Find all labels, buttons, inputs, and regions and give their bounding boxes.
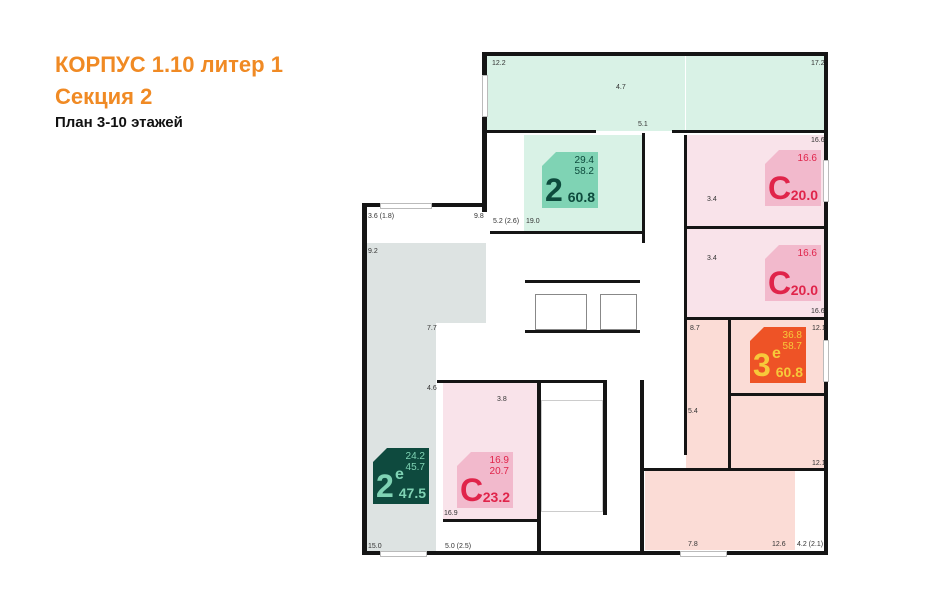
wall bbox=[482, 52, 828, 56]
apartment-suffix: e bbox=[772, 345, 781, 362]
wall bbox=[525, 330, 640, 333]
room-area-label: 8.7 bbox=[690, 325, 700, 332]
room-area-label: 7.7 bbox=[427, 325, 437, 332]
living-area: 16.6 bbox=[797, 248, 817, 259]
room-area-label: 9.2 bbox=[368, 248, 378, 255]
wall bbox=[640, 380, 644, 555]
room-area-label: 12.1 bbox=[812, 325, 826, 332]
room-area-label: 17.2 bbox=[811, 60, 825, 67]
wall bbox=[603, 380, 607, 515]
apartment-type: C bbox=[460, 472, 484, 508]
wall bbox=[443, 519, 539, 522]
wall bbox=[642, 133, 645, 243]
apartment-type: C bbox=[768, 265, 792, 301]
total-area: 60.8 bbox=[775, 364, 803, 380]
living-area: 36.8 bbox=[782, 330, 802, 341]
total-area: 47.5 bbox=[398, 485, 426, 501]
room-green-top-right[interactable] bbox=[686, 55, 826, 131]
living-area: 24.2 bbox=[405, 451, 425, 462]
total-area: 20.0 bbox=[790, 187, 818, 203]
room-area-label: 15.0 bbox=[368, 543, 382, 550]
apartment-type: 3 bbox=[753, 347, 771, 383]
section-title: Секция 2 bbox=[55, 84, 153, 109]
staircase bbox=[541, 400, 603, 512]
total-area: 20.0 bbox=[790, 282, 818, 298]
wall bbox=[362, 203, 367, 555]
floors-subtitle: План 3-10 этажей bbox=[55, 114, 183, 131]
room-area-label: 9.8 bbox=[474, 213, 484, 220]
total-area: 60.8 bbox=[567, 189, 595, 205]
room-green-top-left[interactable] bbox=[485, 55, 685, 131]
room-area-label: 16.6 bbox=[811, 308, 825, 315]
wall bbox=[490, 231, 644, 234]
apartment-badge-c1[interactable]: 16.6 C 20.0 bbox=[765, 150, 821, 206]
area: 20.7 bbox=[489, 466, 509, 477]
wall bbox=[362, 551, 828, 555]
living-area: 29.4 bbox=[574, 155, 594, 166]
window bbox=[680, 551, 727, 557]
window bbox=[823, 160, 829, 202]
window bbox=[482, 75, 488, 117]
wall bbox=[537, 380, 541, 555]
room-area-label: 12.6 bbox=[772, 541, 786, 548]
room-area-label: 3.4 bbox=[707, 196, 717, 203]
room-area-label: 4.6 bbox=[427, 385, 437, 392]
apartment-type: C bbox=[768, 170, 792, 206]
apartment-badge-c2[interactable]: 16.6 C 20.0 bbox=[765, 245, 821, 301]
window bbox=[380, 203, 432, 209]
area: 45.7 bbox=[405, 462, 425, 473]
apartment-suffix: e bbox=[395, 466, 404, 483]
room-area-label: 4.2 (2.1) bbox=[797, 541, 824, 548]
wall bbox=[686, 317, 826, 320]
room-salmon-2[interactable] bbox=[645, 470, 795, 550]
room-area-label: 3.6 (1.8) bbox=[368, 213, 395, 220]
room-area-label: 16.9 bbox=[444, 510, 458, 517]
living-area: 16.9 bbox=[489, 455, 509, 466]
room-area-label: 5.2 (2.6) bbox=[493, 218, 520, 225]
wall bbox=[824, 52, 828, 552]
wall bbox=[644, 468, 824, 471]
living-area: 16.6 bbox=[797, 153, 817, 164]
room-area-label: 12.1 bbox=[812, 460, 826, 467]
room-area-label: 4.7 bbox=[616, 84, 626, 91]
wall bbox=[684, 135, 687, 455]
room-area-label: 5.1 bbox=[638, 121, 648, 128]
elevator-1 bbox=[535, 294, 587, 330]
area: 58.7 bbox=[782, 341, 802, 352]
building-title: КОРПУС 1.10 литер 1 bbox=[55, 52, 283, 77]
elevator-2 bbox=[600, 294, 637, 330]
wall bbox=[482, 52, 487, 212]
wall bbox=[525, 280, 640, 283]
room-area-label: 19.0 bbox=[526, 218, 540, 225]
wall bbox=[728, 393, 824, 396]
room-gray-apartment-main[interactable] bbox=[366, 323, 436, 553]
total-area: 23.2 bbox=[482, 489, 510, 505]
wall bbox=[686, 226, 826, 229]
apartment-type: 2 bbox=[376, 468, 394, 504]
room-area-label: 7.8 bbox=[688, 541, 698, 548]
room-area-label: 5.4 bbox=[688, 408, 698, 415]
apartment-type: 2 bbox=[545, 172, 563, 208]
room-gray-apartment[interactable] bbox=[366, 243, 486, 323]
window bbox=[380, 551, 427, 557]
wall bbox=[486, 130, 596, 133]
room-area-label: 5.0 (2.5) bbox=[445, 543, 472, 550]
wall bbox=[672, 130, 827, 133]
room-area-label: 3.4 bbox=[707, 255, 717, 262]
window bbox=[823, 340, 829, 382]
wall bbox=[437, 380, 607, 383]
room-area-label: 3.8 bbox=[497, 396, 507, 403]
room-area-label: 12.2 bbox=[492, 60, 506, 67]
room-area-label: 16.6 bbox=[811, 137, 825, 144]
area: 58.2 bbox=[574, 166, 594, 177]
